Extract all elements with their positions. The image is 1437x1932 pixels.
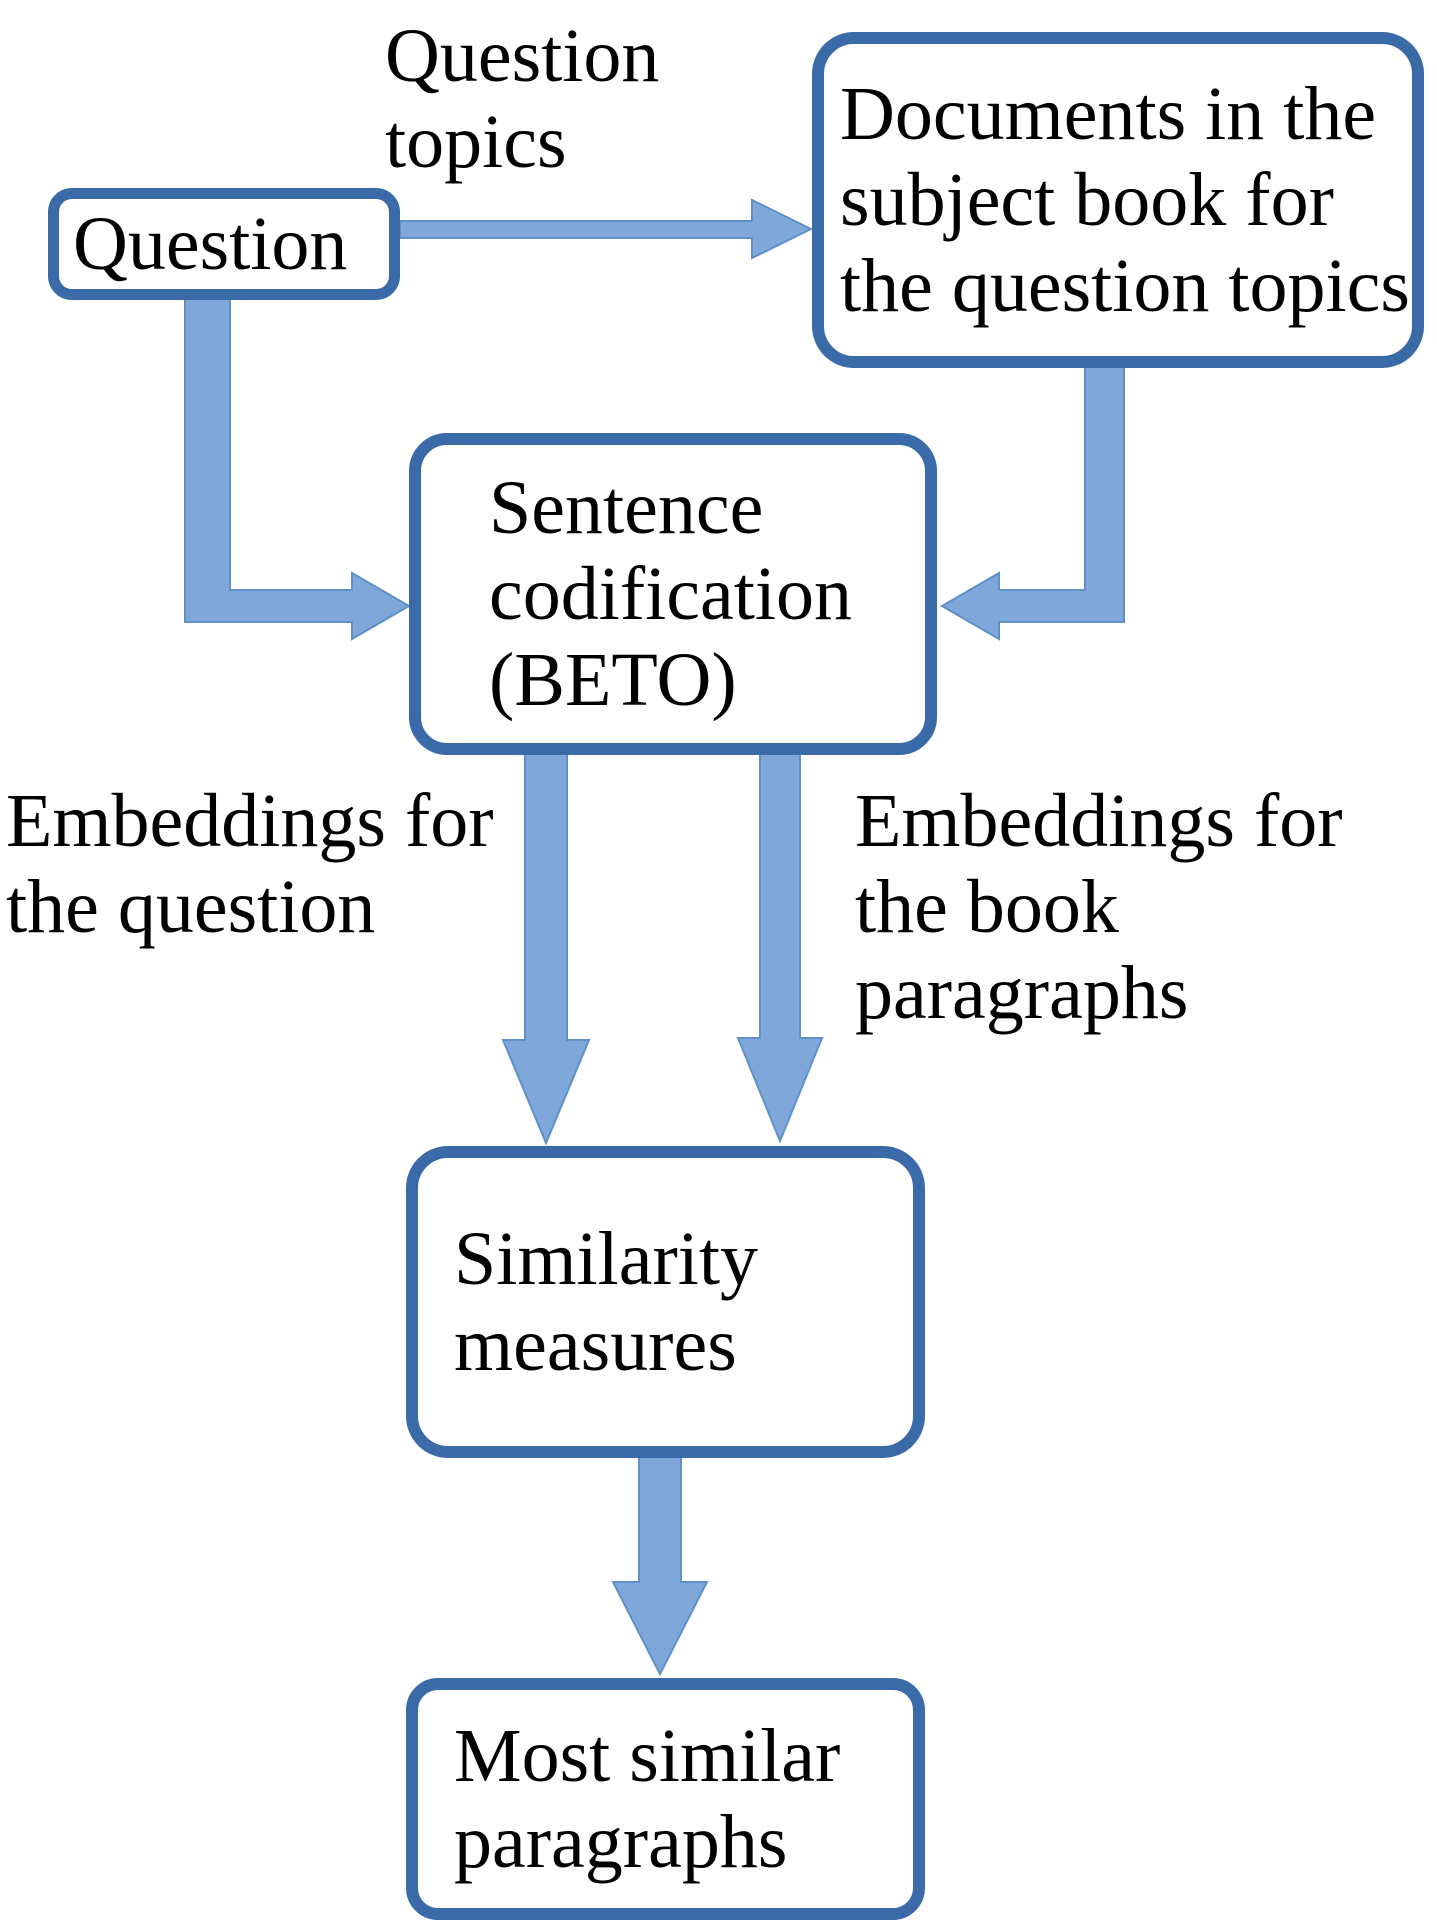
node-sentence-codification-line1: Sentence bbox=[489, 466, 764, 550]
node-most-similar-paragraphs-line1: Most similar bbox=[454, 1714, 841, 1798]
edge-label-question-topics: Question topics bbox=[385, 13, 659, 185]
node-most-similar-paragraphs-line2: paragraphs bbox=[454, 1800, 788, 1884]
node-similarity-measures-line2: measures bbox=[454, 1303, 737, 1387]
arrow-documents-to-codification bbox=[940, 359, 1125, 641]
node-sentence-codification: Sentence codification (BETO) bbox=[409, 433, 937, 755]
node-most-similar-paragraphs: Most similar paragraphs bbox=[406, 1678, 925, 1920]
arrow-codification-to-similarity-left bbox=[501, 749, 591, 1146]
edge-label-embeddings-question-line1: Embeddings for bbox=[6, 779, 494, 863]
node-documents-line2: subject book for bbox=[840, 158, 1334, 242]
node-documents-line1: Documents in the bbox=[840, 72, 1377, 156]
node-question: Question bbox=[48, 188, 400, 300]
edge-label-embeddings-question-line2: the question bbox=[6, 865, 376, 949]
node-similarity-measures: Similarity measures bbox=[406, 1146, 925, 1458]
edge-label-embeddings-book-line3: paragraphs bbox=[855, 951, 1189, 1035]
edge-label-question-topics-line1: Question bbox=[385, 14, 660, 98]
edge-label-embeddings-book-line1: Embeddings for bbox=[855, 779, 1343, 863]
edge-label-embeddings-book-line2: the book bbox=[855, 865, 1119, 949]
arrow-codification-to-similarity-right bbox=[736, 749, 824, 1144]
node-sentence-codification-line3: (BETO) bbox=[489, 638, 737, 722]
arrow-similarity-to-paragraphs bbox=[611, 1453, 709, 1677]
edge-label-embeddings-question: Embeddings for the question bbox=[6, 778, 494, 950]
node-documents-line3: the question topics bbox=[840, 244, 1410, 328]
node-sentence-codification-line2: codification bbox=[489, 552, 852, 636]
arrow-question-to-documents bbox=[399, 198, 814, 260]
edge-label-embeddings-book: Embeddings for the book paragraphs bbox=[855, 778, 1343, 1036]
edge-label-question-topics-line2: topics bbox=[385, 100, 567, 184]
node-question-label: Question bbox=[73, 202, 348, 286]
node-documents: Documents in the subject book for the qu… bbox=[812, 32, 1424, 368]
arrow-question-to-codification bbox=[184, 293, 411, 641]
node-similarity-measures-line1: Similarity bbox=[454, 1217, 758, 1301]
